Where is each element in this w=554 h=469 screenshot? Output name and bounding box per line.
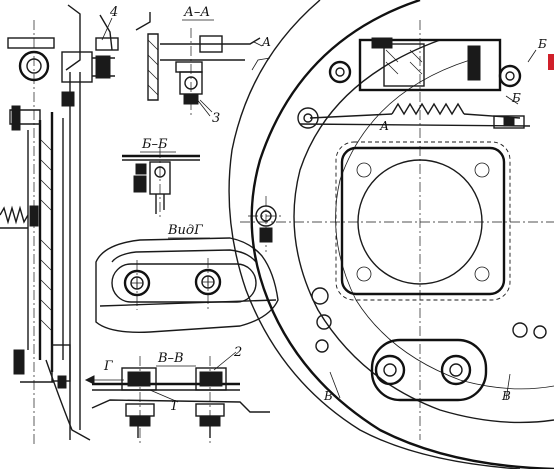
label-num-2: 2 [233, 345, 242, 360]
label-view-g: ВидГ [167, 223, 203, 238]
label-cut-v-right: В [501, 389, 511, 403]
label-num-4: 4 [109, 5, 118, 20]
label-cut-a-top: А [261, 35, 271, 49]
label-cut-v-left: В [323, 389, 333, 403]
label-section-bb: Б–Б [141, 137, 168, 152]
label-cut-b-top: Б [537, 37, 547, 51]
annotations: А–А Б–Б ВидГ В–В 4 3 2 1 А А Б Б В В Г [103, 5, 547, 414]
middle-detail-bolts [248, 196, 332, 353]
section-bb [122, 148, 200, 220]
label-section-aa: А–А [183, 5, 210, 20]
section-vv [91, 356, 270, 446]
label-arrow-g: Г [103, 359, 113, 374]
label-cut-b-mid: Б [511, 91, 521, 105]
left-side-view [0, 4, 119, 445]
section-aa [135, 12, 261, 118]
label-num-3: 3 [212, 111, 220, 126]
label-section-vv: В–В [157, 351, 184, 366]
view-g [95, 237, 279, 333]
brake-shield [228, 0, 554, 469]
leader-lines [84, 17, 537, 403]
label-num-1: 1 [170, 399, 178, 414]
label-cut-a-mid: А [379, 119, 389, 133]
